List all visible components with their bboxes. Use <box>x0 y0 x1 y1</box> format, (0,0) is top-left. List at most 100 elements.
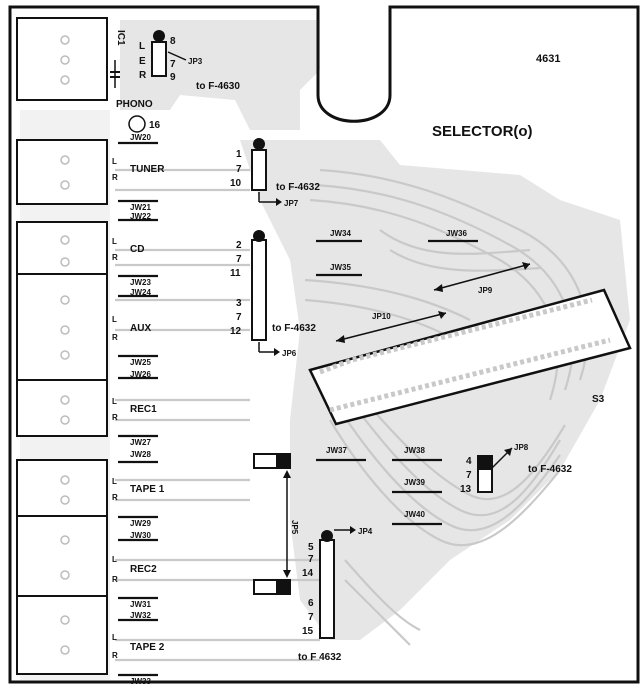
cd-label: CD <box>130 244 144 255</box>
tape2-l: L <box>112 633 117 642</box>
jp3-destination: to F-4630 <box>196 81 240 92</box>
jp3-label: JP3 <box>188 57 203 66</box>
jp7-connector: 1 7 10 to F-4632 JP7 <box>230 138 320 208</box>
jp4-label: JP4 <box>358 527 373 536</box>
tape2-label: TAPE 2 <box>130 642 165 653</box>
rec2-l: L <box>112 555 117 564</box>
jw20-label: JW20 <box>130 133 151 142</box>
tape1-l: L <box>112 477 117 486</box>
jw40-label: JW40 <box>404 510 425 519</box>
ic1-label: IC1 <box>115 30 126 46</box>
jw25-label: JW25 <box>130 358 151 367</box>
jw32-label: JW32 <box>130 611 151 620</box>
jw33-label: JW33 <box>130 677 151 686</box>
tape1-label: TAPE 1 <box>130 484 165 495</box>
jw22-label: JW22 <box>130 212 151 221</box>
jp3-pin-9: 9 <box>170 72 176 83</box>
jw26-label: JW26 <box>130 370 151 379</box>
jp6-pin-11: 11 <box>230 268 241 279</box>
connector-blocks <box>16 17 108 675</box>
jp6-destination: to F-4632 <box>272 323 316 334</box>
jp8-pin-13: 13 <box>460 484 472 495</box>
jw29-label: JW29 <box>130 519 151 528</box>
jp8-label: JP8 <box>514 443 529 452</box>
s3-switch: S3 <box>308 288 632 426</box>
aux-label: AUX <box>130 323 151 334</box>
tape1-r: R <box>112 493 118 502</box>
tuner-r: R <box>112 173 118 182</box>
jp6-connector: 2 7 11 3 7 12 to F-4632 JP6 <box>230 230 316 358</box>
jw35-label: JW35 <box>330 263 351 272</box>
jp7-pin-7: 7 <box>236 164 242 175</box>
aux-l: L <box>112 315 117 324</box>
tuner-l: L <box>112 157 117 166</box>
jp4-pin-15: 15 <box>302 626 314 637</box>
jumper-labels-left: JW20 JW21 JW22 JW23 JW24 JW25 JW26 JW27 … <box>130 133 151 686</box>
phono-label: PHONO <box>116 99 153 110</box>
jp5-label: JP5 <box>290 520 299 535</box>
jp4-pin-7b: 7 <box>308 612 314 623</box>
jp6-label: JP6 <box>282 349 297 358</box>
jw24-label: JW24 <box>130 288 151 297</box>
jumpers-middle: JW34 JW35 JW36 <box>316 229 478 277</box>
rec1-l: L <box>112 397 117 406</box>
jw39-label: JW39 <box>404 478 425 487</box>
phono-pin: 16 <box>149 120 161 131</box>
cd-l: L <box>112 237 117 246</box>
jw28-label: JW28 <box>130 450 151 459</box>
jp7-pin-1: 1 <box>236 149 242 160</box>
jp3-label-r: R <box>139 70 147 81</box>
jp7-label: JP7 <box>284 199 299 208</box>
jumper-lines-left <box>118 141 158 677</box>
trace-pattern <box>115 168 589 662</box>
jw23-label: JW23 <box>130 278 151 287</box>
jp6-pin-12: 12 <box>230 326 242 337</box>
jw34-label: JW34 <box>330 229 351 238</box>
jp4-pin-6: 6 <box>308 598 314 609</box>
board-id: 4631 <box>536 53 560 65</box>
jw36-label: JW36 <box>446 229 467 238</box>
jp9-arrow: JP9 <box>433 262 531 295</box>
jp8-destination: to F-4632 <box>528 464 572 475</box>
connector-names: TUNER CD AUX REC1 TAPE 1 REC2 TAPE 2 <box>130 164 165 653</box>
board-title: SELECTOR(o) <box>432 123 533 140</box>
jp3-label-e: E <box>139 56 146 67</box>
jumpers-lower: JW37 JW38 JW39 JW40 <box>316 446 442 526</box>
jp10-arrow: JP10 <box>335 311 447 343</box>
jw37-label: JW37 <box>326 446 347 455</box>
jp7-pin-10: 10 <box>230 178 242 189</box>
ic1: IC1 <box>110 30 126 88</box>
jw38-label: JW38 <box>404 446 425 455</box>
jw31-label: JW31 <box>130 600 151 609</box>
channel-markers: L R L R L R L R L R L R L R <box>112 157 118 660</box>
jp8-pin-4: 4 <box>466 456 472 467</box>
jp4-pin-5: 5 <box>308 542 314 553</box>
jp3-pin-7: 7 <box>170 59 176 70</box>
rec2-label: REC2 <box>130 564 157 575</box>
phono-input: PHONO 16 <box>116 99 161 133</box>
jp6-pin-7a: 7 <box>236 254 242 265</box>
jw21-label: JW21 <box>130 203 151 212</box>
jp8-pin-7: 7 <box>466 470 472 481</box>
jp3-label-l: L <box>139 41 145 52</box>
jp3-connector: L E R 8 7 9 JP3 to F-4630 <box>139 30 240 92</box>
s3-label: S3 <box>592 394 605 405</box>
jp4-connector: 5 7 14 6 7 15 JP4 to F 4632 <box>298 526 373 663</box>
jp6-pin-3: 3 <box>236 298 242 309</box>
jp6-pin-2: 2 <box>236 240 242 251</box>
jp10-label: JP10 <box>372 312 391 321</box>
jp5-connector: JP5 <box>253 453 299 595</box>
rec2-r: R <box>112 575 118 584</box>
jp9-label: JP9 <box>478 286 493 295</box>
connector-pads <box>60 35 70 655</box>
jp4-pin-14: 14 <box>302 568 314 579</box>
jp7-destination: to F-4632 <box>276 182 320 193</box>
jp4-destination: to F 4632 <box>298 652 342 663</box>
jp8-connector: 4 7 13 JP8 to F-4632 <box>460 443 572 495</box>
tape2-r: R <box>112 651 118 660</box>
jw30-label: JW30 <box>130 531 151 540</box>
rec1-label: REC1 <box>130 404 157 415</box>
jp3-pin-8: 8 <box>170 36 176 47</box>
jp4-pin-7a: 7 <box>308 554 314 565</box>
